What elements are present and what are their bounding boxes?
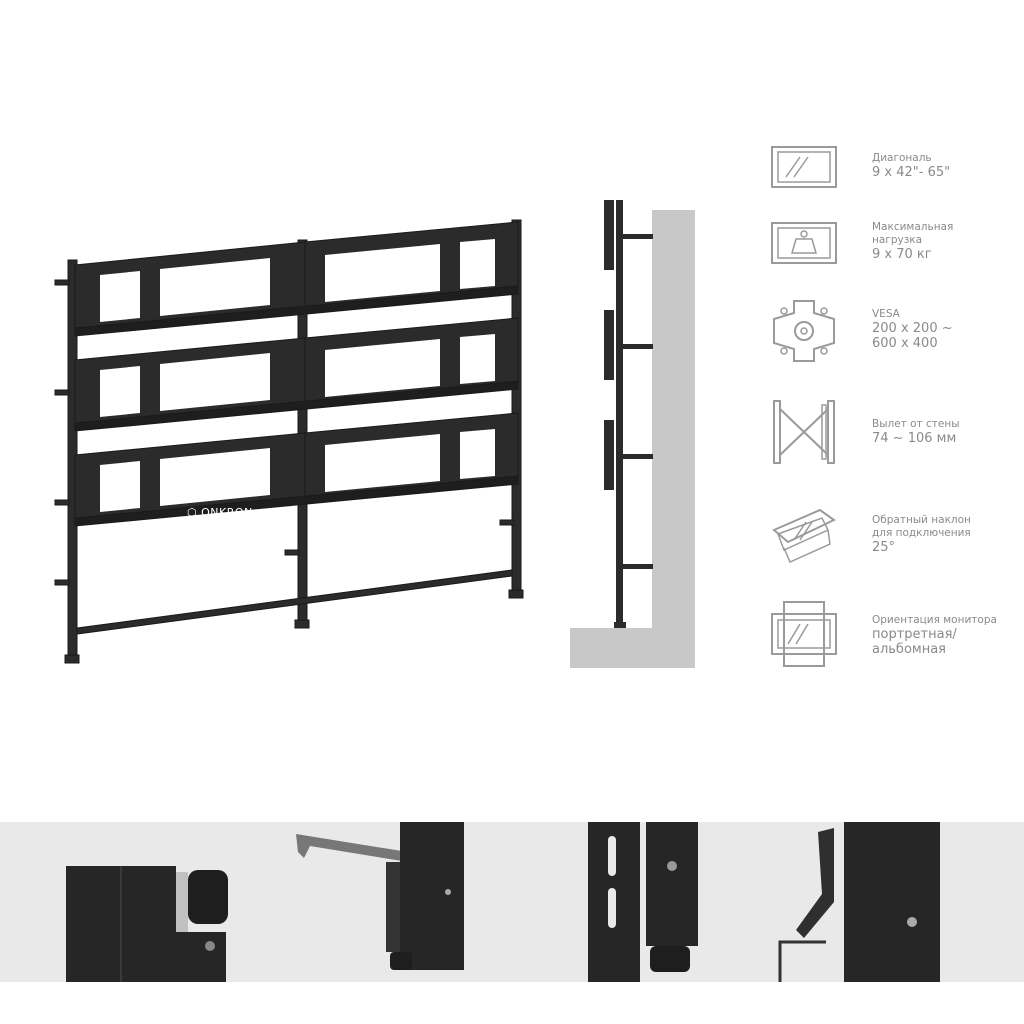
screen-diagonal-icon: [770, 143, 838, 195]
detail-photos-strip: [0, 822, 1024, 982]
detail-photo-slots: [580, 822, 710, 982]
spec-vesa-value-line2: 600 x 400: [872, 336, 938, 351]
side-view-image: [570, 190, 695, 670]
wall-offset-icon: [770, 397, 838, 467]
orientation-icon: [770, 600, 838, 668]
videowall-frame-image: ⬡ ONKRON: [40, 210, 540, 680]
spec-vesa-value-line1: 200 x 200 ~: [872, 321, 953, 336]
spec-load-title-line1: Максимальная: [872, 221, 954, 233]
spec-tilt-title-line2: для подключения: [872, 527, 971, 539]
spec-load-value: 9 x 70 кг: [872, 247, 932, 262]
spec-tilt: Обратный наклон для подключения 25°: [872, 514, 971, 555]
spec-offset: Вылет от стены 74 ~ 106 мм: [872, 418, 960, 446]
weight-icon: [770, 219, 838, 271]
spec-vesa-title: VESA: [872, 308, 900, 320]
spec-orientation-value-line1: портретная/: [872, 627, 957, 642]
spec-orientation: Ориентация монитора портретная/ альбомна…: [872, 614, 997, 657]
spec-tilt-value: 25°: [872, 540, 896, 555]
logo-cube-icon: ⬡: [187, 506, 198, 519]
spec-load: Максимальная нагрузка 9 x 70 кг: [872, 221, 953, 262]
side-view-drawing: [570, 200, 695, 668]
spec-vesa: VESA 200 x 200 ~ 600 x 400: [872, 308, 953, 351]
spec-orientation-value-line2: альбомная: [872, 642, 947, 657]
frame-drawing: [54, 219, 524, 664]
detail-photo-hook: [290, 822, 470, 982]
spec-diagonal-value: 9 x 42"- 65": [872, 165, 951, 180]
vesa-icon: [770, 297, 838, 365]
spec-offset-value: 74 ~ 106 мм: [872, 431, 957, 446]
spec-diagonal-title: Диагональ: [872, 152, 932, 164]
spec-load-title-line2: нагрузка: [872, 234, 923, 246]
spec-orientation-title: Ориентация монитора: [872, 614, 997, 626]
onkron-logo: ⬡ ONKRON: [187, 506, 253, 519]
detail-photo-latch: [770, 822, 950, 982]
spec-diagonal: Диагональ 9 x 42"- 65": [872, 152, 950, 180]
tilt-icon: [770, 500, 838, 568]
spec-offset-title: Вылет от стены: [872, 418, 960, 430]
detail-photo-knob: [60, 822, 250, 982]
logo-text: ONKRON: [201, 506, 253, 519]
spec-tilt-title-line1: Обратный наклон: [872, 514, 971, 526]
